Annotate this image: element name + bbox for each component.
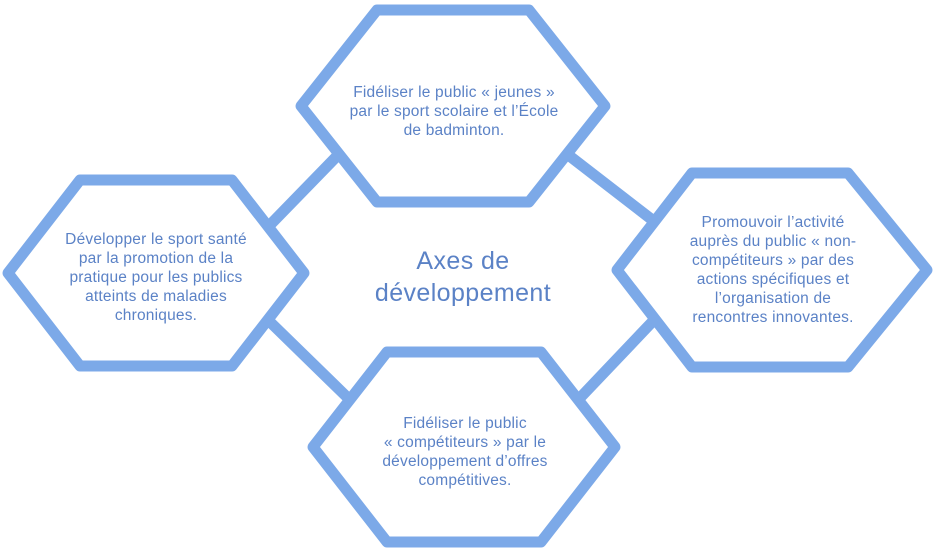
- connectors: [264, 149, 659, 404]
- hexagon-top-shape: [295, 4, 611, 208]
- connector-top-to-right: [563, 149, 659, 227]
- hexagon-top-label: Fidéliser le public « jeunes » par le sp…: [349, 84, 559, 139]
- hexagon-left-shape: [2, 174, 310, 372]
- connector-left-to-top: [264, 150, 343, 231]
- diagram-title: Axes de développement: [374, 247, 552, 307]
- connector-left-to-bottom: [264, 316, 354, 404]
- hexagon-right-shape: [611, 167, 933, 373]
- hexagons: [2, 4, 933, 548]
- hexagon-bottom-label: Fidéliser le public « compétiteurs » par…: [382, 415, 548, 489]
- hexagon-right-label: Promouvoir l’activité auprès du public «…: [689, 214, 857, 326]
- hexagon-bottom-shape: [307, 346, 621, 548]
- hexagon-left-label: Développer le sport santé par la promoti…: [65, 231, 247, 324]
- connector-right-to-bottom: [574, 315, 659, 404]
